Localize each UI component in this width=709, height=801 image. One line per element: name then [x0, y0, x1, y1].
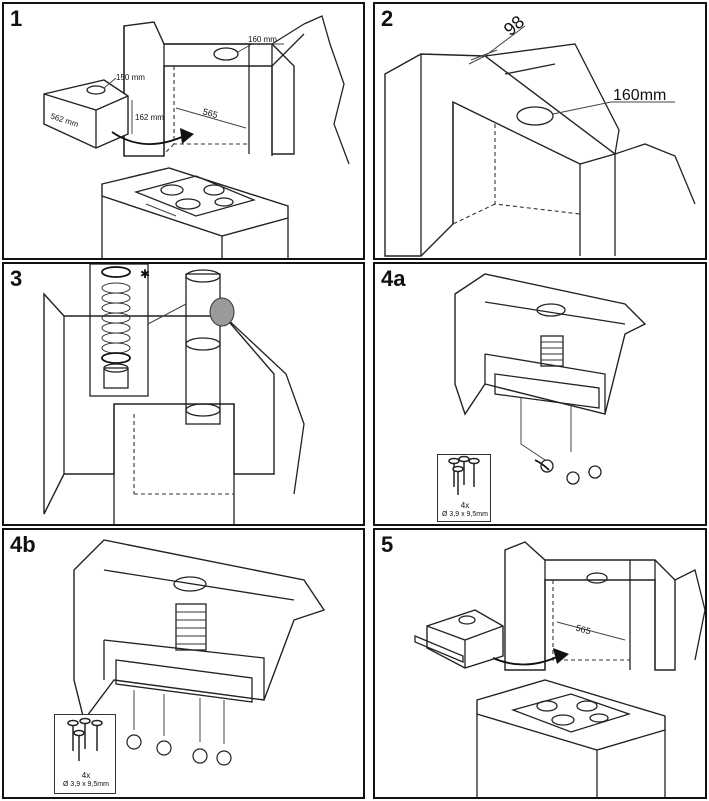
step-4a-illustration	[454, 273, 647, 485]
screw-size: Ø 3,9 x 9,5mm	[442, 511, 488, 518]
step-number: 2	[381, 6, 394, 31]
step-number: 4b	[10, 532, 36, 557]
step-3-illustration: ✱	[43, 264, 305, 524]
cab-width-label: 565	[575, 623, 592, 637]
step-4b-illustration	[73, 539, 326, 766]
box-height-label: 162 mm	[135, 113, 164, 122]
top-hole-label: 160 mm	[248, 35, 277, 44]
screw-size: Ø 3,9 x 9,5mm	[63, 781, 109, 788]
panel-step-5: 5 565	[373, 528, 707, 799]
step-number: 4a	[381, 266, 406, 291]
offset-label: 98	[500, 12, 528, 40]
step-number: 3	[10, 266, 23, 291]
panel-step-4a: 4a 4x Ø 3,9 x 9,5mm	[373, 262, 707, 526]
step-number: 1	[10, 6, 23, 31]
hole-label: 160mm	[613, 87, 666, 104]
screw-kit-box: 4x Ø 3,9 x 9,5mm	[437, 454, 491, 522]
screw-qty: 4x	[81, 771, 91, 780]
screw-qty: 4x	[460, 501, 470, 510]
screws-icon	[448, 455, 480, 495]
box-hole-label: 150 mm	[116, 73, 145, 82]
screws-icon	[67, 717, 103, 761]
screw-kit-box: 4x Ø 3,9 x 9,5mm	[54, 714, 116, 794]
step-5-illustration: 565	[414, 541, 705, 797]
panel-step-3: 3 ✱	[2, 262, 365, 526]
step-1-illustration: 160 mm 565 150 mm 162 mm 562 mm	[43, 15, 350, 258]
step-2-illustration: 98 160mm	[384, 12, 696, 257]
cab-width-label: 565	[202, 106, 219, 120]
step-number: 5	[381, 532, 394, 557]
panel-step-4b: 4b 4x Ø 3,9 x 9,5mm	[2, 528, 365, 799]
panel-step-1: 1 160 mm 565 150 mm 162 mm 562 mm	[2, 2, 365, 260]
panel-step-2: 2 98 160mm	[373, 2, 707, 260]
note-mark: ✱	[140, 267, 150, 281]
